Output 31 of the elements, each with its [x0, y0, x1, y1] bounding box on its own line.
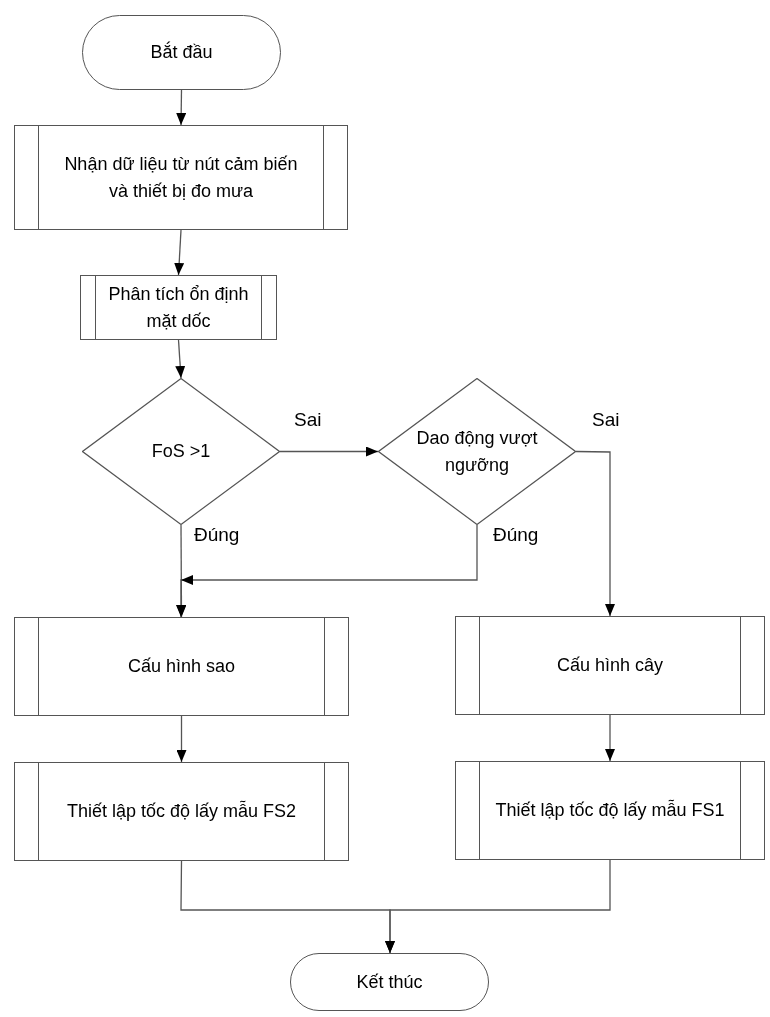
arrow [385, 859, 611, 954]
node-text: Phân tích ổn định mặt dốc [107, 283, 250, 333]
decision-diamond [82, 378, 280, 525]
arrow [176, 524, 478, 618]
arrow [575, 450, 615, 617]
arrow [175, 339, 186, 379]
node-text: FoS >1 [151, 440, 211, 464]
process-box [14, 617, 349, 716]
process-box [455, 761, 765, 860]
arrow [176, 715, 187, 763]
arrow [605, 714, 615, 762]
node-text: Thiết lập tốc độ lấy mẫu FS1 [495, 798, 725, 823]
node-text: Dao động vượt ngưỡng [415, 427, 539, 477]
decision-diamond [378, 378, 576, 525]
node-text: Kết thúc [356, 970, 423, 994]
arrow [279, 446, 379, 457]
process-box [80, 275, 277, 340]
node-text: Nhận dữ liệu từ nút cảm biến và thiết bị đo mưa [63, 153, 299, 203]
edge-label: Sai [590, 410, 622, 429]
edge-label: Đúng [192, 525, 242, 544]
process-box [14, 762, 349, 861]
node-text: Cấu hình sao [127, 655, 236, 679]
process-box [455, 616, 765, 715]
edge-label: Đúng [491, 525, 541, 544]
edge-label: Sai [292, 410, 324, 429]
node-text: Cấu hình cây [556, 654, 664, 678]
arrow [174, 229, 185, 276]
node-text: Bắt đầu [150, 40, 213, 65]
process-box [14, 125, 348, 230]
node-text: Thiết lập tốc độ lấy mẫu FS2 [66, 799, 297, 824]
arrow [176, 89, 187, 126]
